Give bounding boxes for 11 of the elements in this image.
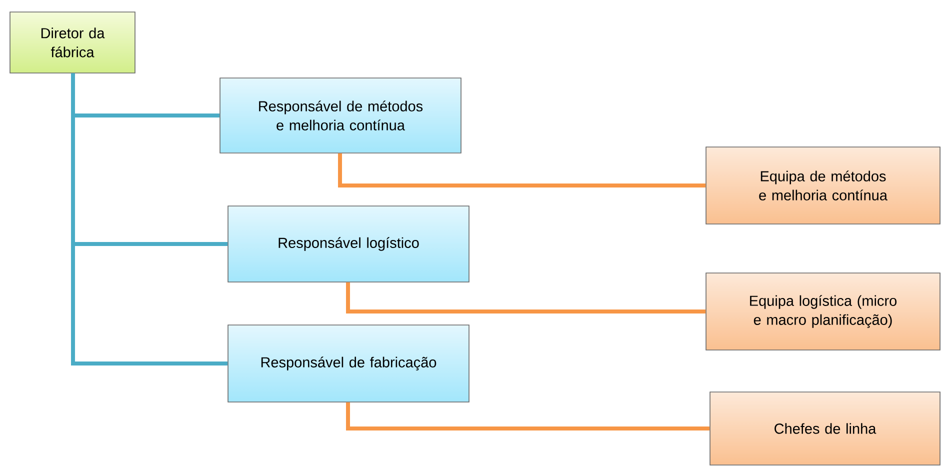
connector-line xyxy=(338,153,706,188)
team-box: Equipa logística (micro e macro planificação) xyxy=(706,272,940,350)
top-box: Diretor da fábrica xyxy=(10,12,136,74)
connector-line xyxy=(346,282,706,314)
team-box: Chefes de linha xyxy=(710,392,940,466)
connector-line xyxy=(71,73,228,366)
role-box: Responsável de métodos e melhoria contínua xyxy=(220,78,462,154)
team-box: Equipa de métodos e melhoria contínua xyxy=(706,146,940,224)
role-box: Responsável logístico xyxy=(228,206,470,282)
connector-line xyxy=(346,402,710,430)
role-box: Responsável de fabricação xyxy=(228,324,470,402)
